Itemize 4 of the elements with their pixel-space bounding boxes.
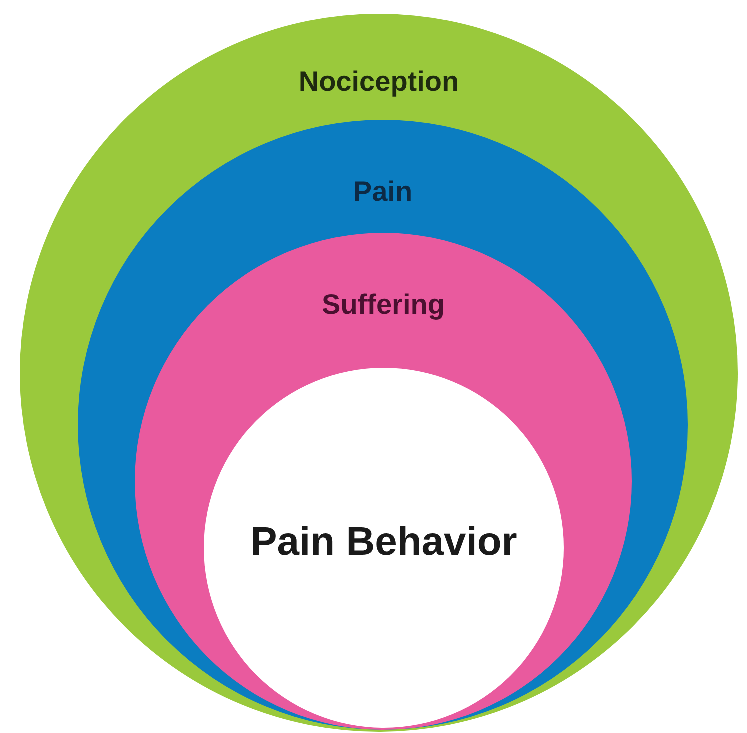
circle-label: Pain Behavior <box>250 520 518 565</box>
circle-label: Nociception <box>298 66 460 98</box>
circle-label: Suffering <box>322 289 445 321</box>
circle-label: Pain <box>353 176 413 208</box>
